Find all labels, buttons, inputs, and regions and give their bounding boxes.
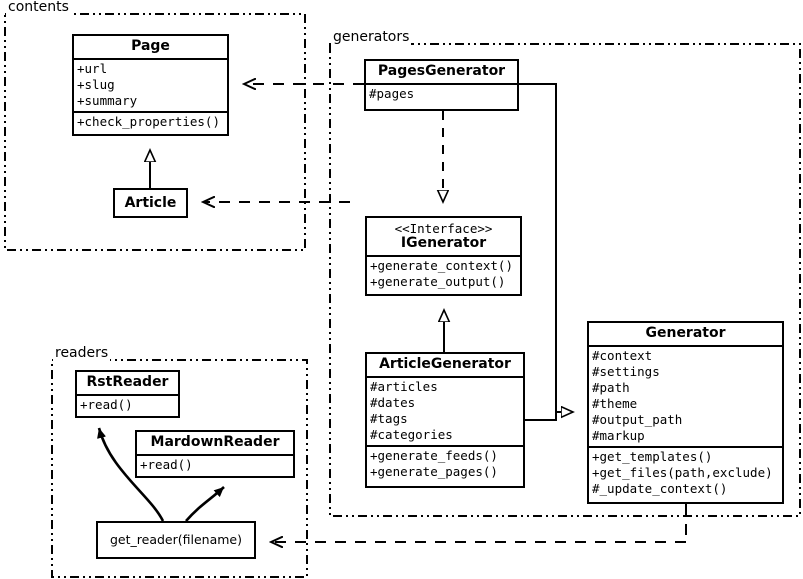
class-attribute: #settings (592, 364, 660, 379)
class-method: #_update_context() (592, 481, 728, 496)
class-box-mardownreader[interactable]: MardownReader +read() (135, 430, 295, 478)
class-methods-articlegenerator: +generate_feeds() +generate_pages() (367, 445, 523, 482)
function-box-get-reader[interactable]: get_reader(filename) (96, 521, 256, 559)
class-name-generator: Generator (645, 325, 726, 341)
class-name-mardownreader: MardownReader (150, 434, 280, 450)
class-methods-mardownreader: +read() (137, 454, 293, 475)
package-label-readers: readers (53, 345, 111, 361)
class-name-articlegenerator: ArticleGenerator (379, 356, 511, 372)
class-name-page: Page (131, 38, 170, 54)
class-attributes-generator: #context #settings #path #theme #output_… (589, 345, 782, 446)
class-box-rstreader[interactable]: RstReader +read() (75, 370, 180, 418)
class-attribute: +summary (77, 93, 138, 108)
class-methods-rstreader: +read() (77, 394, 178, 415)
class-name-pagesgenerator: PagesGenerator (377, 63, 506, 79)
class-attribute: #path (592, 380, 630, 395)
class-method: +generate_context() (370, 258, 513, 273)
class-attribute: #dates (370, 395, 416, 410)
package-label-contents: contents (6, 0, 71, 15)
class-box-article[interactable]: Article (113, 188, 188, 218)
class-attribute: #categories (370, 427, 453, 442)
class-box-articlegenerator[interactable]: ArticleGenerator #articles #dates #tags … (365, 352, 525, 488)
class-methods-page: +check_properties() (74, 111, 227, 132)
class-method: +get_files(path,exclude) (592, 465, 773, 480)
relation-generators-inherit-generator (519, 83, 573, 421)
class-attributes-page: +url +slug +summary (74, 58, 227, 111)
class-name-igenerator: IGenerator (400, 235, 487, 251)
class-methods-generator: +get_templates() +get_files(path,exclude… (589, 446, 782, 499)
class-attribute: #markup (592, 428, 645, 443)
class-attribute: #articles (370, 379, 438, 394)
class-attribute: #output_path (592, 412, 683, 427)
class-name-article: Article (124, 195, 177, 211)
class-box-pagesgenerator[interactable]: PagesGenerator #pages (364, 59, 519, 111)
class-name-rstreader: RstReader (86, 374, 169, 390)
class-box-page[interactable]: Page +url +slug +summary +check_properti… (72, 34, 229, 136)
package-label-generators: generators (331, 29, 412, 45)
class-attribute: #tags (370, 411, 408, 426)
class-method: +read() (80, 397, 133, 412)
class-attribute: #context (592, 348, 653, 363)
relation-generator-depends-get-reader (271, 504, 687, 542)
class-attributes-pagesgenerator: #pages (366, 83, 517, 104)
relation-get-reader-creates-mardownreader (185, 486, 225, 522)
class-attribute: +slug (77, 77, 115, 92)
class-method: +read() (140, 457, 193, 472)
class-method: +generate_pages() (370, 464, 498, 479)
class-method: +generate_feeds() (370, 448, 498, 463)
class-attribute: #pages (369, 86, 415, 101)
class-box-generator[interactable]: Generator #context #settings #path #them… (587, 321, 784, 504)
class-attribute: +url (77, 61, 108, 76)
class-methods-igenerator: +generate_context() +generate_output() (367, 255, 520, 292)
function-name-get-reader: get_reader(filename) (110, 532, 242, 547)
class-method: +generate_output() (370, 274, 506, 289)
class-attribute: #theme (592, 396, 638, 411)
class-box-igenerator[interactable]: <<Interface>> IGenerator +generate_conte… (365, 216, 522, 296)
class-attributes-articlegenerator: #articles #dates #tags #categories (367, 376, 523, 445)
class-stereotype-igenerator: <<Interface>> (394, 221, 493, 236)
class-method: +get_templates() (592, 449, 713, 464)
class-method: +check_properties() (77, 114, 220, 129)
